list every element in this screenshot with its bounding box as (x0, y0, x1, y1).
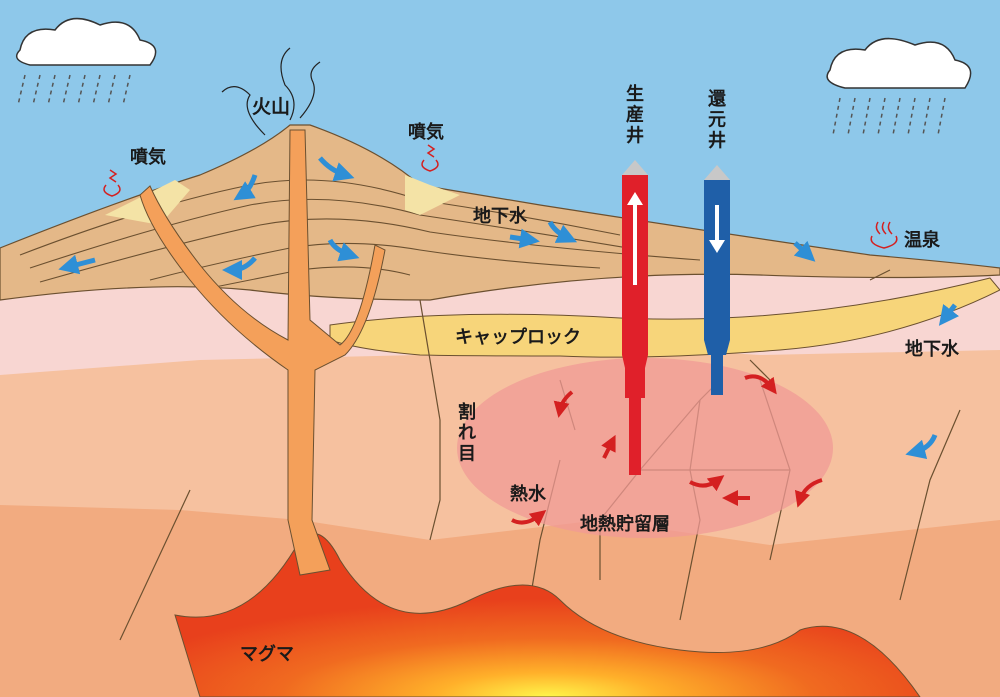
hot-water-label: 熱水 (510, 483, 547, 505)
fracture-label: 割れ目 (458, 401, 476, 464)
magma-label: マグマ (240, 643, 294, 665)
flow-arrow-icon (510, 237, 530, 240)
cap-rock-label: キャップロック (455, 326, 581, 348)
hot-spring-label: 温泉 (904, 229, 941, 251)
fumarole-left-label: 噴気 (130, 146, 166, 168)
groundwater-top-label: 地下水 (473, 205, 528, 227)
groundwater-right-label: 地下水 (905, 338, 960, 360)
volcano-label: 火山 (252, 96, 290, 118)
fumarole-right-label: 噴気 (408, 121, 444, 143)
production-well-label: 生産井 (626, 83, 644, 146)
reinjection-well-label: 還元井 (708, 89, 727, 151)
reservoir-label: 地熱貯留層 (580, 513, 670, 535)
